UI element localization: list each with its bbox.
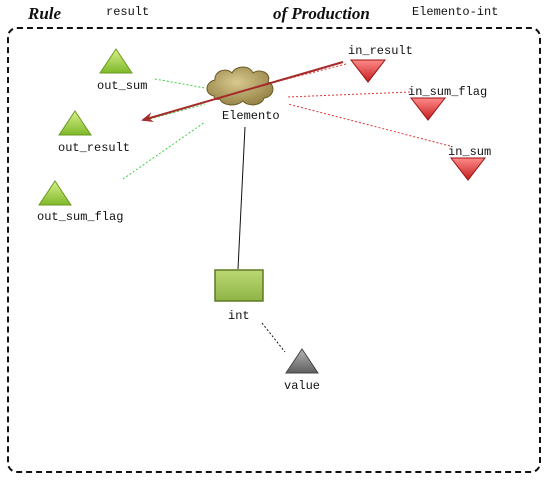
connector-int-value <box>261 322 286 353</box>
out-sum-flag-label: out_sum_flag <box>37 210 124 224</box>
rule-frame <box>7 27 541 473</box>
rule-name: result <box>106 5 150 19</box>
production-label: of Production <box>273 4 370 23</box>
in-sum-label: in_sum <box>448 145 492 159</box>
production-name: Elemento-int <box>412 5 499 19</box>
connector-out-sum-flag <box>122 121 206 180</box>
production-arrow <box>141 61 344 123</box>
elemento-cloud-icon[interactable] <box>206 66 274 106</box>
value-label: value <box>284 379 321 393</box>
rule-label: Rule <box>28 4 62 23</box>
out-result-label: out_result <box>58 141 131 155</box>
connector-out-result <box>149 103 206 120</box>
out-sum-label: out_sum <box>97 79 148 93</box>
out-sum-port-icon[interactable] <box>99 48 133 74</box>
connector-out-sum <box>154 78 206 89</box>
in-sum-flag-label: in_sum_flag <box>408 85 488 99</box>
connector-in-sum-flag <box>287 91 411 98</box>
in-result-port-icon[interactable] <box>349 59 387 83</box>
in-sum-port-icon[interactable] <box>449 157 487 181</box>
int-box-icon[interactable] <box>214 269 264 302</box>
connector-elemento-int <box>237 126 246 270</box>
out-result-port-icon[interactable] <box>58 110 92 136</box>
out-sum-flag-port-icon[interactable] <box>38 180 72 206</box>
value-port-icon[interactable] <box>285 348 319 374</box>
in-sum-flag-port-icon[interactable] <box>409 97 447 121</box>
in-result-label: in_result <box>348 44 413 58</box>
int-label: int <box>228 309 250 323</box>
elemento-label: Elemento <box>222 109 280 123</box>
